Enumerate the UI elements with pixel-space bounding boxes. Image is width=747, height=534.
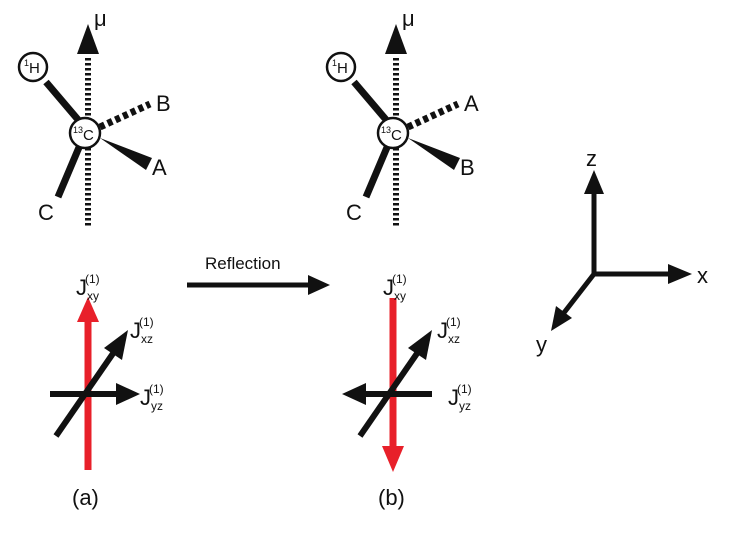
tensor-labels-a: Jxy(1) Jxz(1) Jyz(1) [76, 272, 164, 413]
panel-label-a: (a) [72, 485, 99, 510]
bond-h [43, 79, 83, 125]
jyz-label: Jyz(1) [140, 382, 164, 413]
h-mass-label: 1 [24, 58, 29, 68]
x-axis-label: x [697, 263, 708, 288]
substituent-c-label: C [346, 200, 362, 225]
carbon-13-atom [68, 116, 102, 150]
substituent-wedge-label: A [152, 155, 167, 180]
jxz-label: Jxz(1) [437, 315, 461, 346]
y-axis [561, 272, 596, 316]
jyz-arrowhead [342, 383, 366, 405]
bond-c [362, 143, 392, 199]
jyz-arrowhead [116, 383, 140, 405]
dipole-arrowhead [77, 24, 99, 54]
bond-dashed [406, 100, 460, 131]
y-axis-label: y [536, 332, 547, 357]
h-mass-label: 1 [332, 58, 337, 68]
reflection-transform: Reflection [187, 254, 330, 295]
h-symbol-label: H [337, 60, 348, 77]
y-arrowhead [551, 306, 572, 331]
jxz-arrowhead [104, 330, 128, 360]
jxy-arrowhead [77, 297, 99, 322]
hydrogen-atom [17, 51, 49, 83]
mu-label: μ [402, 6, 415, 31]
substituent-dash-label: A [464, 91, 479, 116]
jxy-label: Jxy(1) [76, 272, 100, 303]
tensor-a [50, 297, 140, 470]
molecule-b: μ 1 H 13 C C A B [325, 6, 479, 228]
mu-label: μ [94, 6, 107, 31]
c-symbol-label: C [391, 127, 402, 144]
hydrogen-atom [325, 51, 357, 83]
z-arrowhead [584, 170, 604, 194]
substituent-c-label: C [38, 200, 54, 225]
bond-c [54, 143, 84, 199]
tensor-b [342, 298, 432, 472]
c-symbol-label: C [83, 127, 94, 144]
x-arrowhead [668, 264, 692, 284]
z-axis-label: z [586, 146, 597, 171]
jxz-vector [53, 350, 117, 438]
bond-wedge [100, 138, 152, 170]
substituent-dash-label: B [156, 91, 171, 116]
c-mass-label: 13 [73, 125, 83, 135]
c-mass-label: 13 [381, 125, 391, 135]
jxy-arrowhead [382, 446, 404, 472]
coordinate-axes: z x y [536, 146, 708, 357]
reflection-label: Reflection [205, 254, 281, 273]
tensor-labels-b: Jxy(1) Jxz(1) Jyz(1) [383, 272, 472, 413]
dipole-arrowhead [385, 24, 407, 54]
substituent-wedge-label: B [460, 155, 475, 180]
jxz-label: Jxz(1) [130, 315, 154, 346]
jyz-label: Jyz(1) [448, 382, 472, 413]
bond-wedge [408, 138, 460, 170]
jxy-label: Jxy(1) [383, 272, 407, 303]
bond-dashed [98, 100, 152, 131]
jxz-arrowhead [408, 330, 432, 360]
h-symbol-label: H [29, 60, 40, 77]
bond-h [351, 79, 391, 125]
reflection-arrowhead [308, 275, 330, 295]
carbon-13-atom [376, 116, 410, 150]
molecule-a: μ 1 H 13 C C B A [17, 6, 171, 228]
panel-label-b: (b) [378, 485, 405, 510]
jxz-vector [357, 350, 421, 438]
